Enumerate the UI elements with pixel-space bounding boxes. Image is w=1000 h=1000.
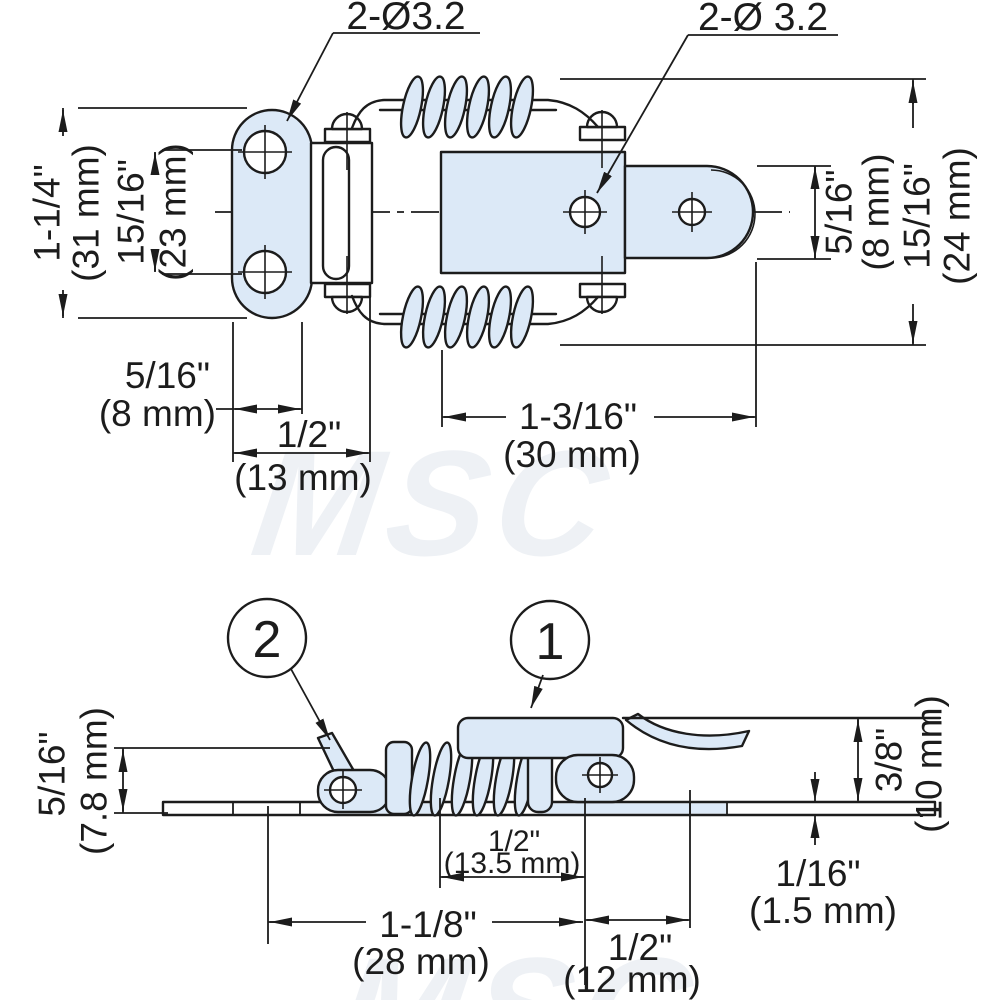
dim-plate-width-in: 1/2" [277, 414, 342, 455]
dim-height-outer: 1-1/4" (31 mm) [24, 107, 247, 319]
top-spring [350, 75, 600, 139]
watermark-text: MSC [244, 420, 625, 587]
lever-blade [624, 712, 751, 751]
callout-2-number: 2 [253, 611, 282, 669]
bottom-spring [350, 285, 600, 349]
dim-lever-length: 1/2" (12 mm) [563, 790, 701, 1000]
dim-plate-width-mm: (13 mm) [234, 457, 372, 498]
top-view: 2-Ø3.2 2-Ø 3.2 1-1/4" (31 mm) [24, 0, 980, 498]
wire-bail [321, 145, 351, 281]
dim-span-outer-in: 15/16" [897, 163, 938, 269]
dim-plate-thickness: 1/16" (1.5 mm) [749, 772, 897, 931]
dim-plate-width: 1/2" (13 mm) [233, 414, 372, 498]
dim-edge-to-hole-in: 5/16" [125, 355, 210, 396]
watermark: MSC MSC [244, 420, 709, 1000]
dim-strap-width: 5/16" (8 mm) [757, 153, 897, 271]
dim-spring-length-mm: (13.5 mm) [444, 847, 581, 880]
dim-body-length-mm: (30 mm) [503, 434, 641, 475]
dim-edge-to-hole: 5/16" (8 mm) [99, 290, 371, 462]
dim-span-outer: 15/16" (24 mm) [560, 78, 980, 346]
watermark-text-bottom: MSC [328, 927, 709, 1000]
hole-label-left: 2-Ø3.2 [346, 0, 465, 38]
dim-edge-to-hole-mm: (8 mm) [99, 393, 216, 434]
dim-span-outer-mm: (24 mm) [937, 147, 978, 285]
dim-spring-length-in: 1/2" [488, 825, 540, 858]
adjuster-nut [384, 740, 414, 816]
dim-plate-thickness-in: 1/16" [775, 853, 860, 894]
dim-hook-height: 5/16" (7.8 mm) [32, 707, 330, 855]
dim-spring-length: 1/2" (13.5 mm) [439, 798, 586, 985]
callout-1-number: 1 [536, 613, 565, 671]
dim-plate-thickness-mm: (1.5 mm) [749, 890, 897, 931]
dim-body-length-in: 1-3/16" [519, 396, 637, 437]
dim-body-length: 1-3/16" (30 mm) [441, 262, 757, 475]
hole-label-right: 2-Ø 3.2 [698, 0, 828, 39]
side-view: 2 1 5/16" (7.8 mm) 3/8" (10 mm) [32, 597, 950, 1000]
dim-hole-spacing: 15/16" (23 mm) [111, 143, 242, 281]
dim-hook-height-mm: (7.8 mm) [74, 707, 115, 855]
dim-lever-length-in: 1/2" [608, 927, 673, 968]
dim-base-length-in: 1-1/8" [379, 904, 476, 945]
dim-hole-spacing-mm: (23 mm) [153, 143, 194, 281]
dim-height-outer-in: 1-1/4" [27, 164, 68, 261]
dim-strap-width-mm: (8 mm) [856, 153, 897, 270]
latch-body-side [456, 716, 625, 760]
callout-1: 1 [509, 599, 591, 709]
dim-strap-width-in: 5/16" [819, 169, 860, 254]
strap-inner-edge [710, 169, 756, 259]
dim-body-height-in: 3/8" [869, 728, 910, 793]
dim-base-length-mm: (28 mm) [352, 941, 490, 982]
dim-hole-spacing-in: 15/16" [111, 159, 152, 265]
callout-2: 2 [226, 597, 331, 741]
dim-body-height: 3/8" (10 mm) [853, 695, 950, 833]
dim-body-height-mm: (10 mm) [909, 695, 950, 833]
dim-hook-height-in: 5/16" [32, 731, 73, 816]
dim-lever-length-mm: (12 mm) [563, 959, 701, 1000]
dim-height-outer-mm: (31 mm) [66, 144, 107, 282]
hole-label-left-group: 2-Ø3.2 [286, 0, 480, 122]
dim-base-length: 1-1/8" (28 mm) [267, 806, 583, 982]
hole-label-right-group: 2-Ø 3.2 [596, 0, 838, 194]
